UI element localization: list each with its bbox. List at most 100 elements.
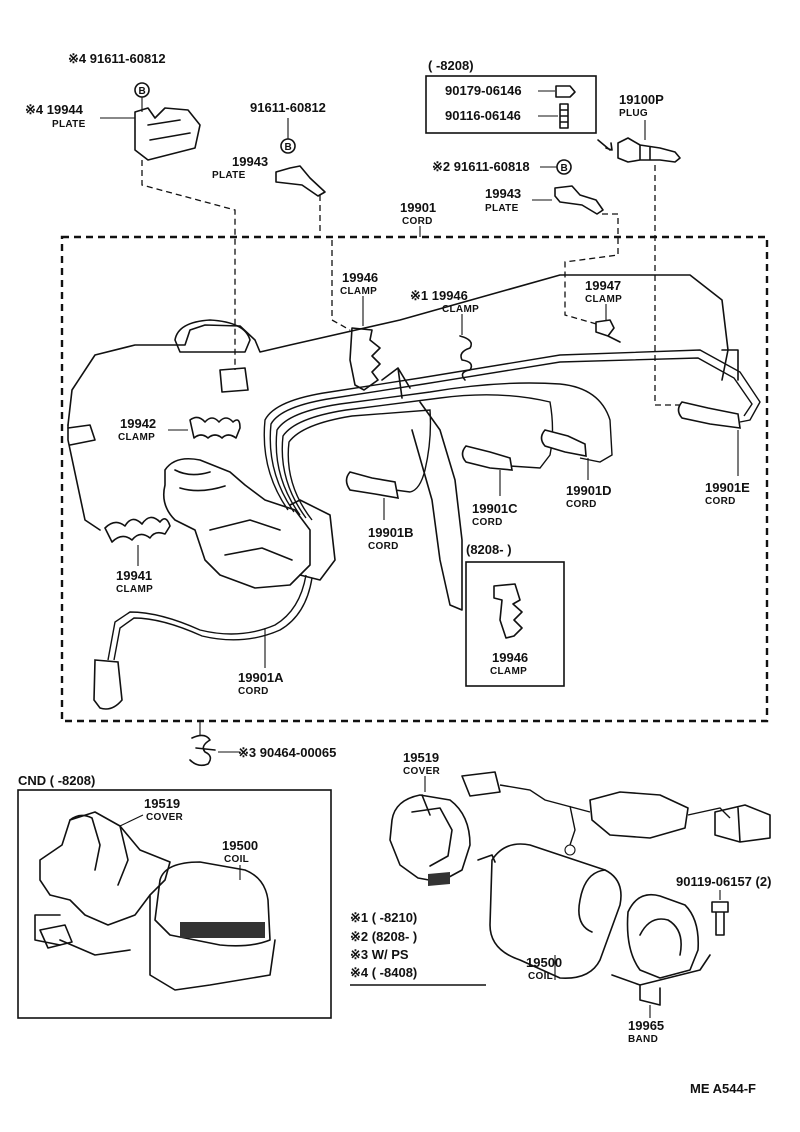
plug-arrow-icon (597, 139, 613, 151)
ground-terminal-icon (564, 844, 576, 856)
clamp-19941-group: 19941 CLAMP (104, 516, 171, 595)
bolt-marker-right-icon (556, 159, 572, 175)
plate-19943-right-group: ※2 91611-60818 B 19943 PLATE (432, 159, 619, 326)
cord-assembly-dashed-frame (60, 235, 769, 723)
plug-num-label: 19100P (619, 92, 664, 107)
cover-num: 19519 (403, 750, 439, 765)
bracket-box (425, 75, 597, 134)
coil-end-detail (578, 869, 606, 933)
boot-c-icon (461, 445, 513, 471)
plug-sub-label: PLUG (619, 108, 648, 119)
cord-d-sub: CORD (566, 499, 597, 510)
clamp-19947-sub: CLAMP (585, 294, 622, 305)
cnd-box (17, 789, 332, 1019)
plate-num-left-label: 19943 (232, 154, 268, 169)
wire-harness-icon (499, 784, 591, 846)
inset-clamp-num: 19946 (492, 650, 528, 665)
clamp-19946-a-num: 19946 (342, 270, 378, 285)
cnd-connector-icon (39, 924, 73, 949)
clamp-19947-icon (595, 319, 621, 343)
bracket-part-1-label: 90179-06146 (445, 83, 522, 98)
clamp-19941-sub: CLAMP (116, 584, 153, 595)
distributor-cap-icon (289, 499, 336, 581)
cord-e-num: 19901E (705, 480, 750, 495)
clamp-19942-group: 19942 CLAMP (118, 416, 241, 443)
distributor-detail (174, 469, 293, 561)
engine-pipe (411, 401, 463, 611)
note-1: ※1 ( -8210) (350, 910, 417, 925)
inset-clamp-icon (493, 583, 523, 639)
cnd-box-group: CND ( -8208) 19519 COVER 19500 COIL (17, 773, 332, 1019)
bracket-box-group: ( -8208) 90179-06146 90116-06146 (425, 58, 597, 134)
nut-icon (555, 85, 576, 98)
note-2: ※2 (8208- ) (350, 929, 417, 944)
stud-bolt-icon (559, 103, 569, 129)
plate-19944-icon (134, 107, 201, 161)
plate-19943-left-dashline-b (331, 240, 351, 331)
n4-plate-num-label: ※4 19944 (25, 102, 84, 117)
clamp-19946-a-sub: CLAMP (340, 286, 377, 297)
band-num: 19965 (628, 1018, 664, 1033)
cord-main-sub-label: CORD (402, 216, 433, 227)
bolt-right-icon (711, 901, 729, 936)
plate-num-right-label: 19943 (485, 186, 521, 201)
plate-19944-group: ※4 91611-60812 B ※4 19944 PLATE (25, 51, 236, 370)
cord-a-num: 19901A (238, 670, 284, 685)
wire-a (107, 574, 307, 661)
note-4: ※4 ( -8408) (350, 965, 417, 980)
cover-sub: COVER (403, 766, 441, 777)
spark-plug-group: 19100P PLUG (597, 92, 681, 163)
cord-main-num-label: 19901 (400, 200, 436, 215)
boot-a-icon (93, 659, 123, 710)
plate-sub-label-1: PLATE (52, 119, 86, 130)
clamp-19942-sub: CLAMP (118, 432, 155, 443)
cord-assembly-frame: 19901 CORD (60, 200, 769, 723)
noise-filter-icon (589, 791, 689, 839)
engine-right-ledge (721, 349, 739, 381)
clamp-19946-b-icon (459, 335, 473, 381)
cord-c-num: 19901C (472, 501, 518, 516)
n2-bolt-label: ※2 91611-60818 (432, 159, 530, 174)
inset-box (465, 561, 565, 687)
bracket-range-label: ( -8208) (428, 58, 474, 73)
inset-range-label: (8208- ) (466, 542, 512, 557)
wire-connector-1-icon (461, 771, 501, 797)
cover-19519-detail (411, 794, 453, 867)
engine-left-contour (67, 424, 101, 531)
band-sub: BAND (628, 1034, 658, 1045)
clamp-19946-b-group: ※1 19946 CLAMP (410, 288, 479, 381)
clamp-arrow-icon (381, 367, 411, 399)
note-3: ※3 W/ PS (350, 947, 409, 962)
bolt-right-label: 90119-06157 (2) (676, 874, 771, 889)
cord-a-sub: CORD (238, 686, 269, 697)
clamp-19942-num: 19942 (120, 416, 156, 431)
plug-dashline (654, 165, 680, 406)
clip-group: ※3 90464-00065 (189, 722, 336, 767)
footer-code: ME A544-F (690, 1081, 756, 1096)
cnd-coil-num: 19500 (222, 838, 258, 853)
cnd-cover-sub: COVER (146, 812, 184, 823)
spark-plug-icon (617, 137, 681, 163)
cord-e-sub: CORD (705, 496, 736, 507)
cnd-bracket-icon (34, 894, 276, 991)
coil-num: 19500 (526, 955, 562, 970)
cnd-cover-leader (119, 814, 144, 827)
coil-19500-icon (477, 843, 622, 979)
bolt-center-label: 91611-60812 (250, 100, 326, 115)
band-19965-icon (626, 893, 700, 979)
cnd-coil-sub: COIL (224, 854, 249, 865)
bolt-marker-letter: B (139, 86, 147, 97)
engine-outline (67, 274, 739, 611)
boot-d-icon (540, 429, 587, 457)
bolt-marker-right-letter: B (561, 163, 569, 174)
plate-sub-label-2: PLATE (212, 170, 246, 181)
clamp-19947-group: 19947 CLAMP (585, 278, 622, 343)
boot-e-icon (677, 401, 741, 429)
band-19965-detail (611, 918, 711, 1006)
clamp-19947-num: 19947 (585, 278, 621, 293)
engine-top-contour (67, 274, 729, 426)
wire-b (287, 409, 432, 521)
wire-e-2 (269, 357, 753, 513)
bracket-block-icon (219, 367, 249, 393)
